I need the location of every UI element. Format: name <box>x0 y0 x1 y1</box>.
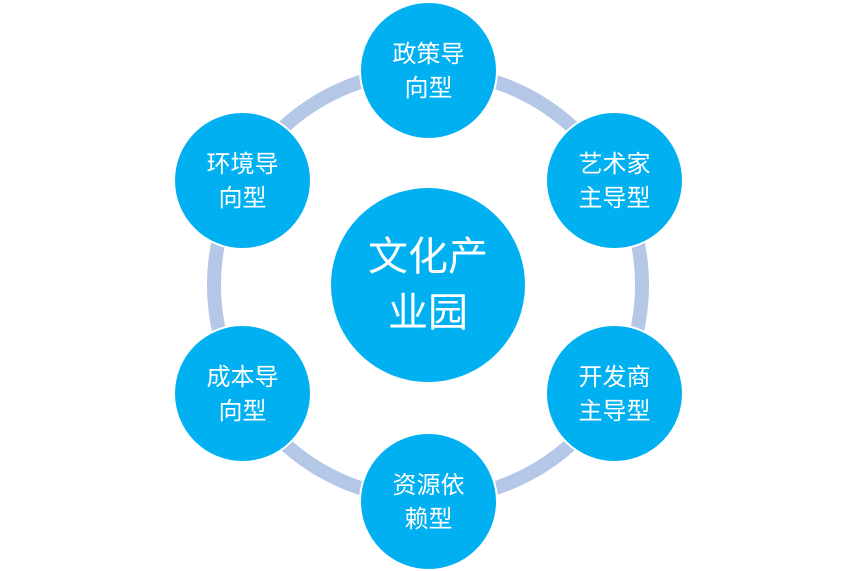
center-node: 文化产业园 <box>329 186 527 384</box>
center-label: 文化产业园 <box>368 234 488 336</box>
node-artist: 艺术家主导型 <box>545 111 684 250</box>
node-developer: 开发商主导型 <box>545 324 684 463</box>
node-environment: 环境导向型 <box>173 111 312 250</box>
node-label: 成本导向型 <box>206 362 279 425</box>
node-cost: 成本导向型 <box>173 324 312 463</box>
node-policy: 政策导向型 <box>359 1 498 140</box>
node-label: 资源依赖型 <box>392 470 465 533</box>
node-label: 环境导向型 <box>206 149 279 212</box>
node-resource: 资源依赖型 <box>359 432 498 571</box>
node-label: 开发商主导型 <box>578 362 651 425</box>
node-label: 政策导向型 <box>392 39 465 102</box>
node-label: 艺术家主导型 <box>578 149 651 212</box>
